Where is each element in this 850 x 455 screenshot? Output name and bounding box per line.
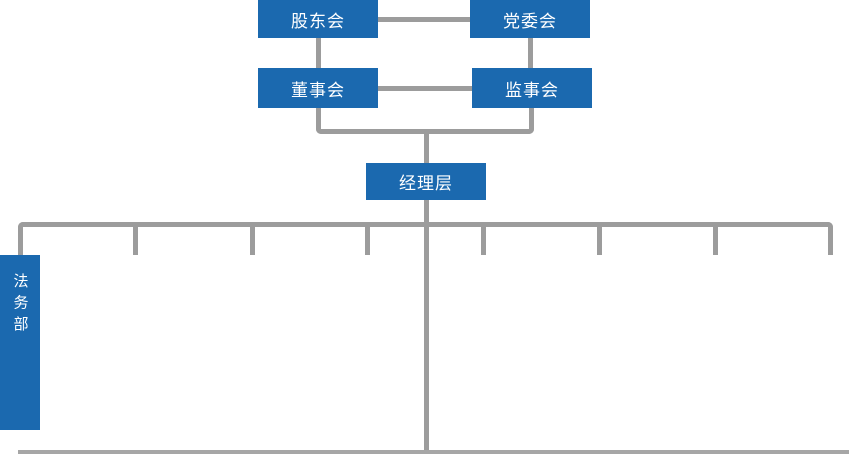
node-board-of-directors: 董事会 [258,68,378,108]
node-shareholders-meeting-label: 股东会 [291,11,345,31]
node-dept-legal-label: 法务部 [11,273,29,338]
bottom-baseline [18,450,849,454]
node-supervisory-board-label: 监事会 [505,80,559,100]
node-supervisory-board: 监事会 [472,68,592,108]
node-shareholders-meeting: 股东会 [258,0,378,38]
connector-board-supervisory [378,86,472,91]
connector-party-supervisory [528,38,533,68]
node-board-of-directors-label: 董事会 [291,80,345,100]
connector-shareholders-board [316,38,321,68]
connector-stub-engineering [481,227,486,255]
connector-department-rail [18,222,833,255]
connector-stub-finance [365,227,370,255]
node-dept-legal: 法务部 [0,255,40,430]
connector-bracket-management-drop [424,131,429,163]
node-party-committee: 党委会 [470,0,590,38]
node-management-layer-label: 经理层 [399,174,453,193]
connector-stub-safety [597,227,602,255]
connector-stub-human-resources [133,227,138,255]
node-management-layer: 经理层 [366,163,486,200]
node-party-committee-label: 党委会 [503,11,557,31]
connector-shareholders-party [378,17,470,22]
connector-stub-operations [250,227,255,255]
connector-management-baseline-drop [424,200,429,452]
connector-stub-discipline [713,227,718,255]
